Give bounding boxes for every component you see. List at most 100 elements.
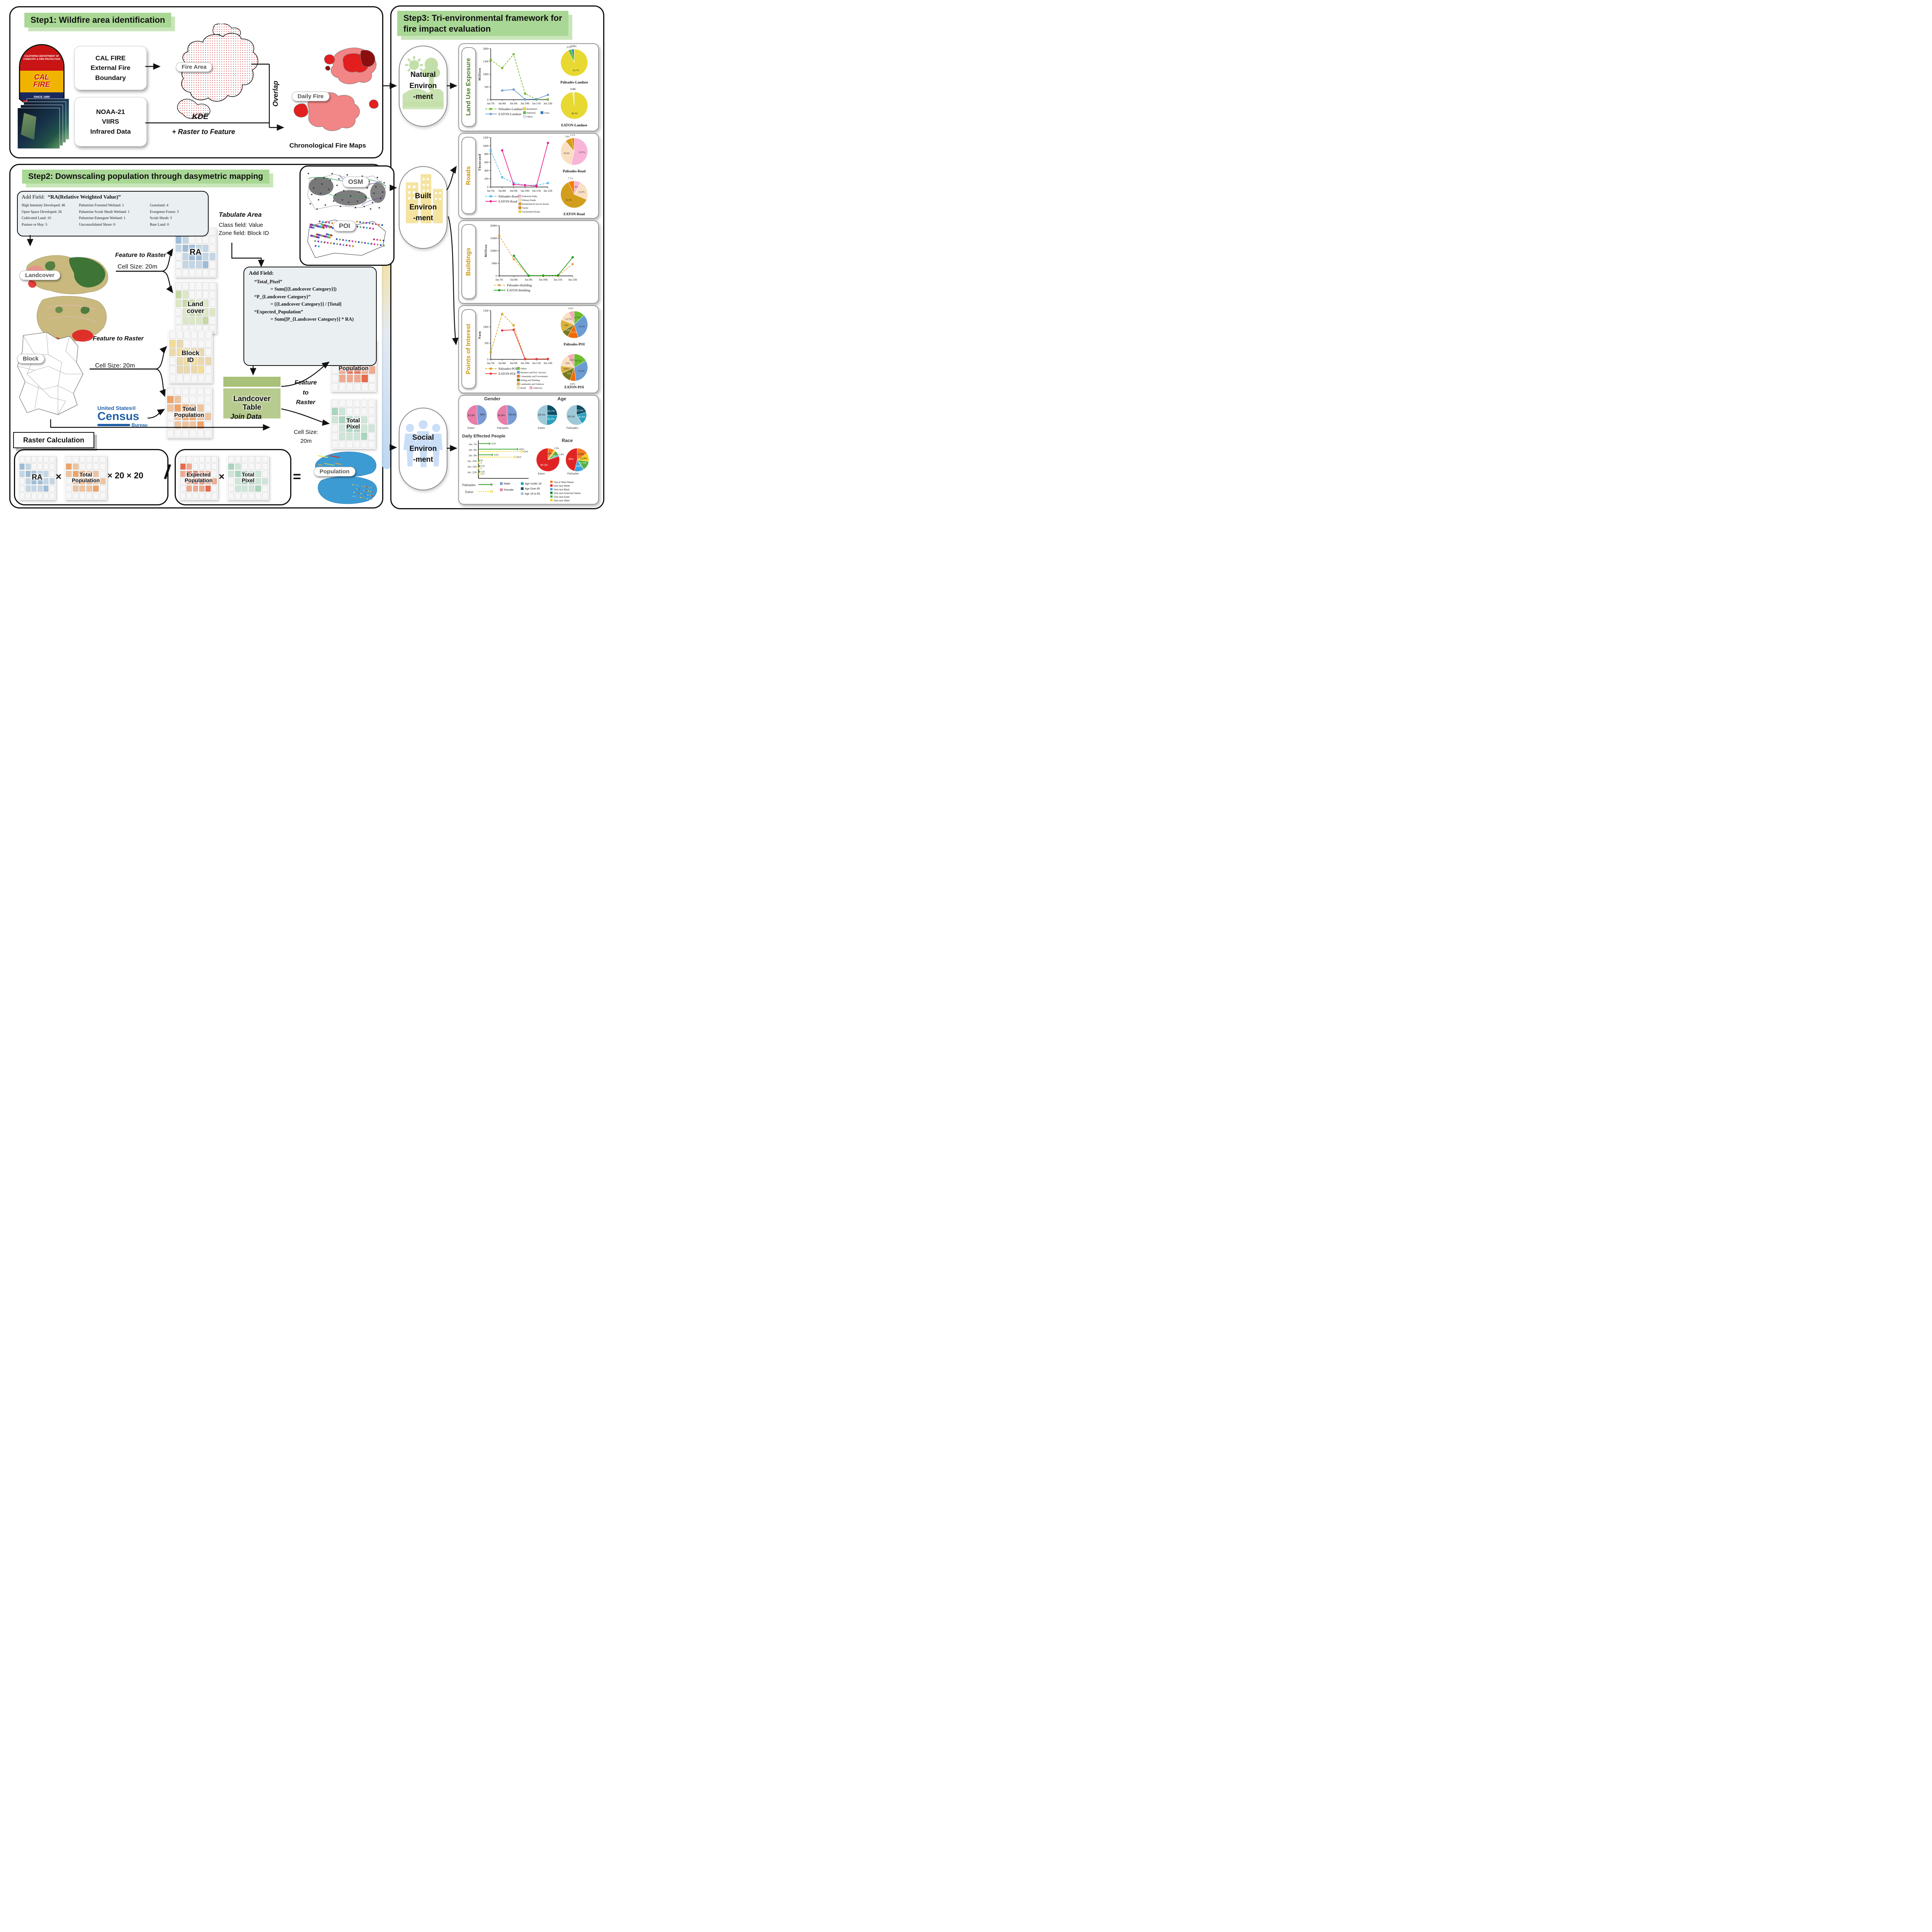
pie-Palisades-Road: 53.5%35.6%7.8%3.1%Palisades-Road (553, 134, 595, 177)
svg-text:Business and Prof. Services: Business and Prof. Services (520, 371, 546, 374)
svg-text:Others: Others (527, 116, 533, 118)
svg-text:117: 117 (481, 473, 485, 476)
raster-to-feature-label: + Raster to Feature (172, 128, 235, 136)
svg-text:32.5%: 32.5% (579, 325, 585, 328)
chronological-label: Chronological Fire Maps (289, 142, 366, 149)
add-field-title: Add Field: (249, 270, 274, 276)
svg-text:0.3%: 0.3% (570, 88, 575, 91)
daily-fire-map (294, 48, 379, 131)
osm-pill: OSM (342, 177, 369, 187)
nature-icon (403, 56, 444, 109)
svg-text:500: 500 (485, 342, 489, 345)
tabulate-zone-field: Zone field: Block ID (219, 230, 269, 236)
add-field-formula-2: = Sum([P_{Landcover Category}] * RA) (270, 316, 354, 322)
feature-to-raster-3: Feature to Raster (284, 378, 327, 408)
svg-text:5000: 5000 (492, 262, 497, 265)
kde-label: KDE (192, 112, 209, 121)
svg-text:One race Other: One race Other (554, 500, 570, 502)
svg-text:12.7%: 12.7% (574, 316, 580, 319)
cs-line2: 20m (300, 437, 312, 444)
calfire-arc1: CALIFORNIA DEPARTMENT OF (24, 55, 59, 58)
tabulate-area-block: Tabulate Area Class field: Value Zone fi… (219, 211, 269, 236)
svg-text:1000: 1000 (483, 326, 489, 329)
svg-text:48%: 48% (480, 413, 485, 416)
calfire-fire: FIRE (33, 80, 50, 89)
feature-to-raster-2: Feature to Raster (93, 335, 144, 342)
people-icon (403, 420, 443, 468)
svg-text:2.5%: 2.5% (554, 447, 559, 450)
source2-line2: VIIRS (102, 118, 119, 126)
svg-text:46%: 46% (568, 458, 573, 461)
svg-text:118: 118 (481, 465, 485, 468)
svg-text:Thousand: Thousand (478, 154, 481, 171)
svg-text:Jan.10th: Jan.10th (520, 190, 529, 192)
svg-text:4342: 4342 (523, 451, 528, 453)
svg-text:Jan. 11th: Jan. 11th (468, 466, 477, 468)
pie-Palisades-POI: 12.7%32.5%12.7%8.8%14%12.7%6.6%Palisades… (553, 307, 595, 350)
source1-line1: CAL FIRE (95, 54, 126, 62)
svg-text:2.7%: 2.7% (570, 45, 575, 48)
daily-fire-pill: Daily Fire (292, 92, 330, 101)
buildings-icon (406, 174, 443, 223)
svg-text:1.4%: 1.4% (571, 88, 576, 90)
svg-text:Male: Male (504, 482, 510, 485)
svg-text:Jan.7th: Jan.7th (487, 102, 495, 105)
svg-text:Eaton: Eaton (465, 490, 473, 494)
svg-text:1500: 1500 (483, 310, 489, 313)
pie-EATON-Road: 8%23.4%61.5%7.1%EATON-Road (553, 177, 595, 219)
calfire-cal: CAL (34, 73, 49, 82)
svg-text:Unclassified Roads: Unclassified Roads (522, 211, 540, 213)
svg-text:Jan.12th: Jan.12th (544, 102, 553, 105)
svg-text:7.1%: 7.1% (568, 177, 573, 180)
overlap-label: Overlap (272, 81, 279, 107)
svg-text:Jan.7th: Jan.7th (487, 190, 495, 192)
fire-area-pill: Fire Area (176, 62, 213, 72)
svg-text:118: 118 (481, 471, 485, 473)
svg-text:400: 400 (485, 169, 489, 172)
svg-text:51.8%: 51.8% (458, 395, 461, 396)
svg-text:Jan.10th: Jan.10th (520, 362, 529, 365)
calfire-arc2: FORESTRY & FIRE PROTECTION (23, 58, 60, 61)
buildings-side-label: Buildings (461, 224, 476, 299)
svg-text:Female: Female (504, 488, 514, 492)
svg-text:Palisades: Palisades (567, 473, 579, 475)
svg-text:48%: 48% (458, 395, 461, 396)
svg-text:48.2%: 48.2% (509, 413, 516, 416)
cell-size-3: Cell Size: 20m (286, 428, 326, 446)
svg-text:15.8%: 15.8% (577, 453, 584, 456)
census-line2: Census (97, 410, 139, 423)
svg-text:Eaton: Eaton (538, 473, 545, 475)
svg-text:8.8%: 8.8% (566, 329, 571, 332)
svg-text:EATON-Landuse: EATON-Landuse (498, 112, 522, 116)
svg-text:Palisades-Landuse: Palisades-Landuse (560, 80, 588, 84)
svg-text:EATON-Road: EATON-Road (564, 212, 585, 216)
svg-text:Jan.7th: Jan.7th (487, 362, 495, 365)
svg-text:13%: 13% (576, 465, 581, 468)
add-field-name-0: “Total_Pixel” (254, 279, 282, 284)
svg-text:2000: 2000 (483, 48, 489, 51)
landcover-pill: Landcover (19, 270, 60, 280)
block-pill: Block (17, 354, 44, 364)
svg-text:31.4%: 31.4% (578, 370, 584, 372)
svg-text:Jan.8th: Jan.8th (498, 362, 506, 365)
svg-text:Jan.9th: Jan.9th (510, 102, 517, 105)
tabulate-class-field: Class field: Value (219, 222, 263, 228)
svg-text:EATON-POI: EATON-POI (498, 372, 515, 376)
methodology-diagram: Step1: Wildfire area identification CALI… (0, 0, 605, 512)
step2-title: Step2: Downscaling population through da… (22, 170, 269, 184)
osm-poi-box: OSM POI (299, 165, 395, 266)
block-map (17, 332, 83, 415)
svg-text:Jan.7th: Jan.7th (495, 279, 503, 281)
svg-text:11.6%: 11.6% (580, 457, 587, 460)
raster-calculation-label: Raster Calculation (13, 432, 94, 448)
population-pill: Population (314, 467, 355, 476)
